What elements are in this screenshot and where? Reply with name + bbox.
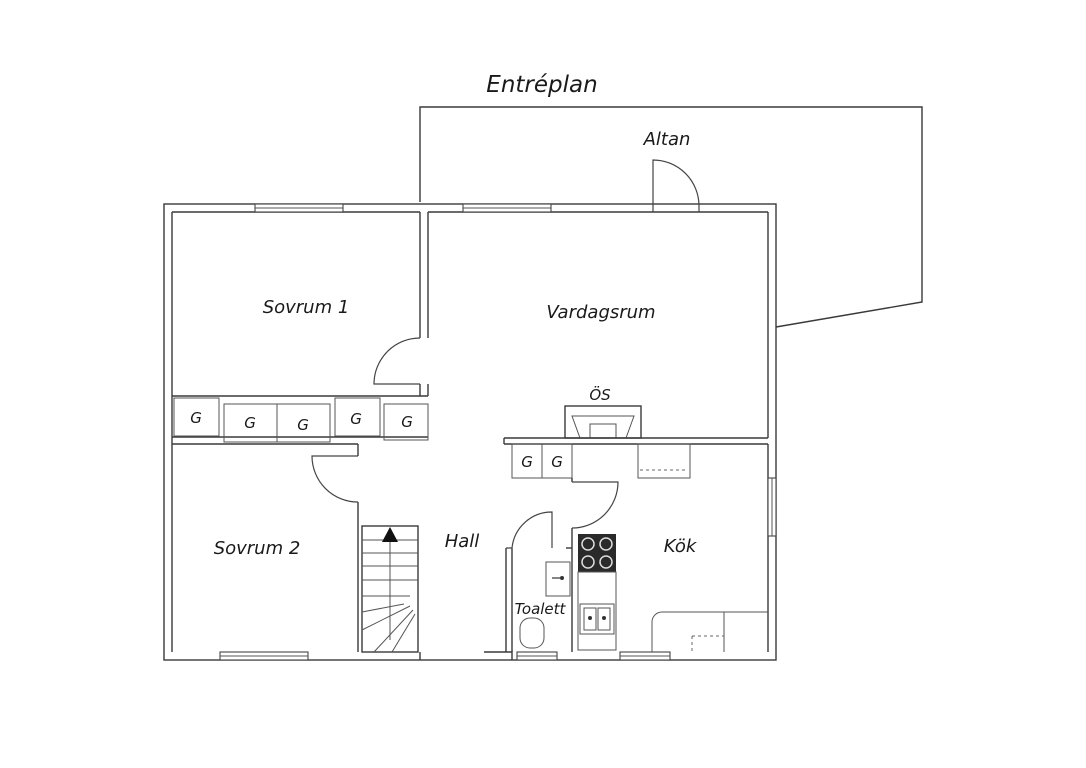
room-label-os: ÖS	[589, 385, 611, 404]
wall-vardagsrum-kok	[503, 437, 768, 445]
wall-sovrum1-vardagsrum	[419, 212, 429, 338]
kitchen-cabinet-upper	[637, 443, 691, 479]
room-label-toalett: Toalett	[515, 600, 567, 618]
room-label-sovrum2: Sovrum 2	[214, 538, 301, 559]
plan-title: Entréplan	[486, 72, 597, 98]
room-label-hall: Hall	[445, 531, 480, 552]
door-kok	[571, 481, 619, 529]
exterior-wall-outer	[163, 203, 777, 661]
kitchen-sink	[579, 603, 615, 635]
balcony-door	[652, 159, 700, 212]
wardrobe-5	[383, 403, 429, 441]
wardrobe-label: G	[350, 410, 362, 428]
wardrobe-label: G	[521, 453, 533, 471]
wardrobe-label: G	[190, 409, 202, 427]
kitchen-counter-west	[577, 571, 617, 651]
terrace-outline	[419, 106, 923, 328]
wardrobe-label: G	[244, 414, 256, 432]
stair-up-arrow-icon	[382, 527, 398, 542]
door-sovrum1	[373, 337, 421, 385]
toilet-bowl	[519, 617, 545, 649]
wardrobe-row-walls	[172, 395, 428, 445]
door-sovrum2	[311, 455, 359, 503]
fireplace	[564, 405, 642, 439]
door-toalett	[506, 511, 553, 549]
room-label-sovrum1: Sovrum 1	[263, 297, 350, 318]
wardrobe-label: G	[551, 453, 563, 471]
room-label-vardagsrum: Vardagsrum	[546, 302, 655, 323]
wardrobe-1	[173, 397, 220, 437]
wardrobe-label: G	[401, 413, 413, 431]
room-label-kok: Kök	[664, 536, 698, 557]
room-label-altan: Altan	[643, 129, 691, 150]
wardrobe-label: G	[297, 416, 309, 434]
wardrobe-4	[334, 397, 381, 437]
stove-icon	[578, 534, 616, 572]
wash-basin	[545, 561, 571, 597]
staircase	[361, 525, 419, 653]
kitchen-counter-south	[651, 611, 768, 652]
wall-toalett-west	[505, 548, 513, 652]
